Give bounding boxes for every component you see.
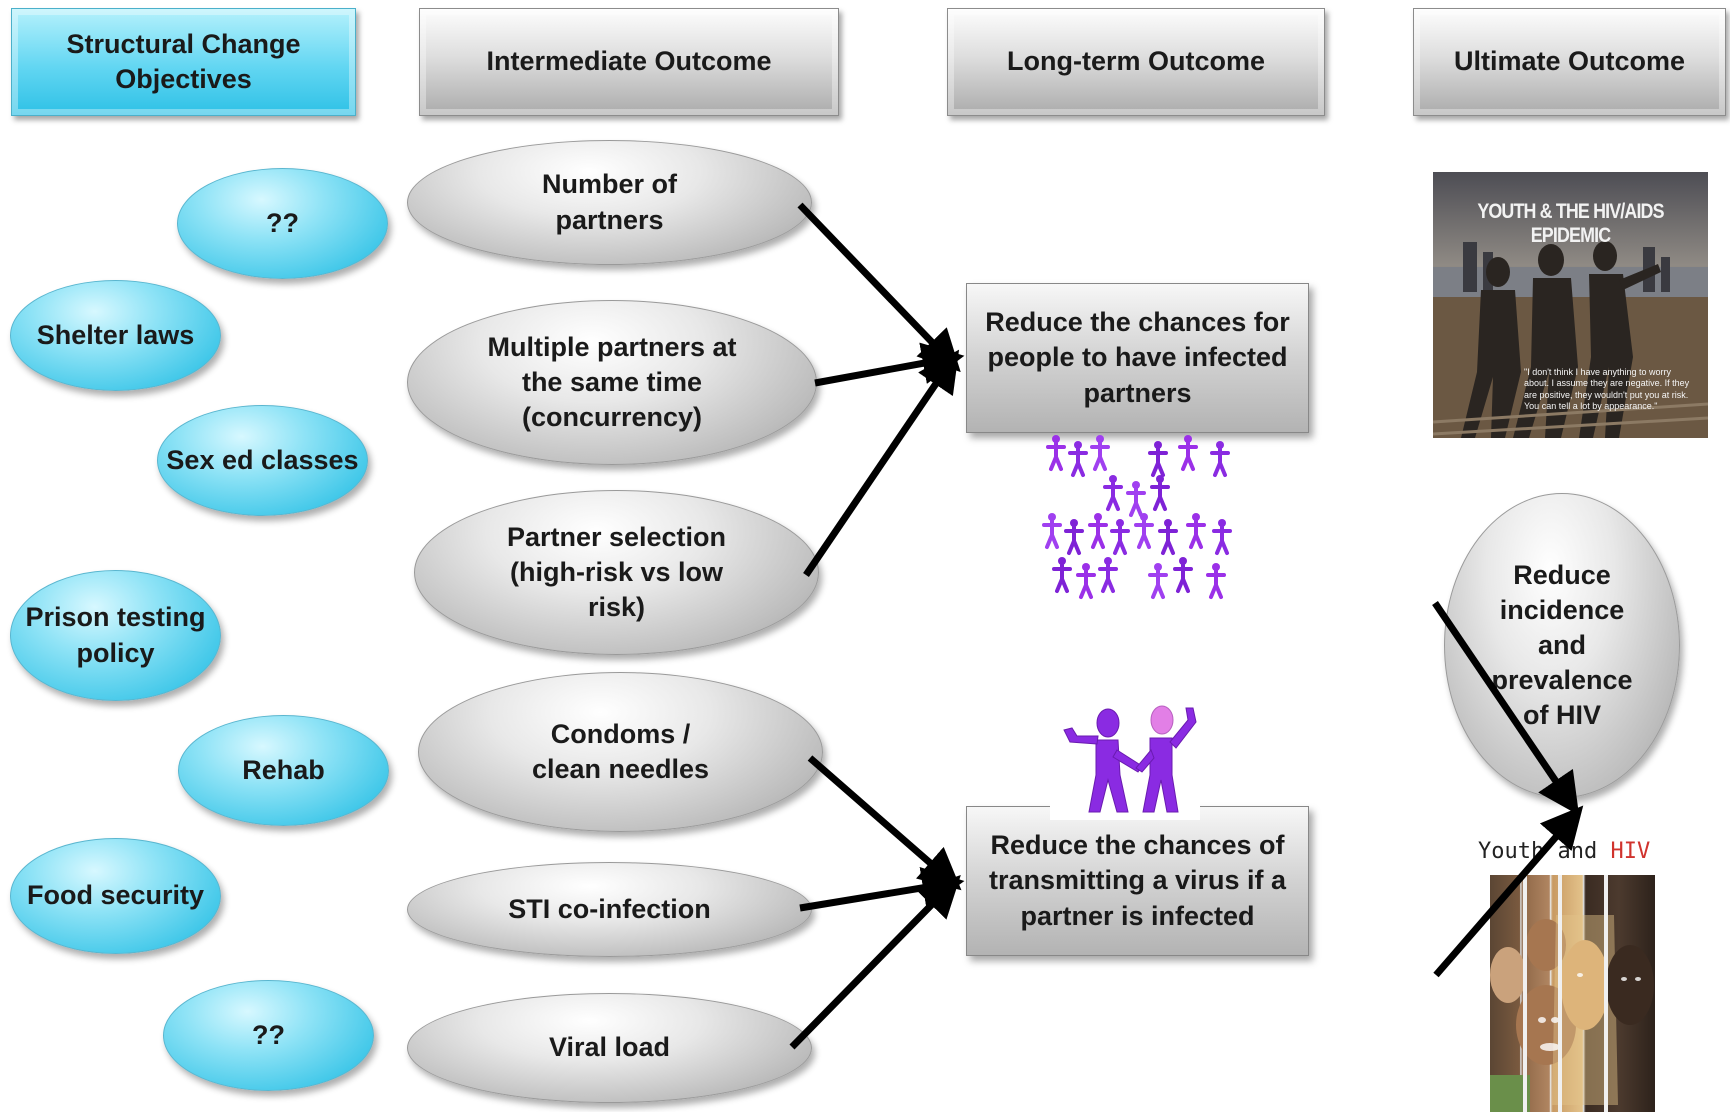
face-1 [1490,947,1526,1003]
structural-objective-oval: Food security [10,838,221,954]
face-3 [1552,915,1618,1105]
longterm-outcome-box: Reduce the chances of transmitting a vir… [966,806,1309,956]
crowd-figure [1088,513,1108,549]
crowd-figure [1076,563,1096,599]
two-figures-image [1050,700,1200,820]
crowd-figure [1134,513,1154,549]
crowd-figure [1052,557,1072,593]
poster-quote: "I don't think I have anything to worry … [1524,367,1690,411]
crowd-figure [1178,435,1198,471]
crowd-figure [1126,481,1146,517]
crowd-figure [1046,435,1066,471]
arrow-selection-to-infected-partners [803,349,960,577]
crowd-figure [1173,557,1193,593]
arrow-concurrency-to-infected-partners [814,342,965,387]
crowd-figures-image [1042,435,1232,599]
face-highlights [1538,973,1641,1051]
header-longterm-outcome: Long-term Outcome [947,8,1325,116]
crowd-figure [1210,441,1230,477]
crowd-figure [1206,563,1226,599]
arrow-faces-to-ultimate [1433,805,1584,978]
structural-objective-oval: ?? [163,980,374,1091]
crowd-figure [1098,557,1118,593]
arrow-condoms-to-transmission [807,755,962,891]
crowd-figure [1090,435,1110,471]
crowd-figure [1103,475,1123,511]
face-4 [1606,945,1654,1025]
structural-objective-oval: Prison testing policy [10,570,221,701]
header-intermediate-outcome: Intermediate Outcome [419,8,839,116]
poster-title: YOUTH & THE HIV/AIDS EPIDEMIC [1477,200,1664,247]
intermediate-outcome-oval: Partner selection (high-risk vs low risk… [414,490,819,655]
crowd-figure [1148,441,1168,477]
poster-scene [1433,241,1708,438]
arrow-number-to-infected-partners [797,202,961,373]
intermediate-outcome-oval: Number of partners [407,140,812,265]
faces-divider [1558,875,1562,1112]
crowd-figure [1150,475,1170,511]
longterm-outcome-box: Reduce the chances for people to have in… [966,283,1309,433]
crowd-figure [1148,563,1168,599]
crowd-figure [1158,519,1178,555]
intermediate-outcome-oval: Viral load [407,993,812,1103]
ultimate-outcome-oval: Reduce incidence and prevalence of HIV [1444,493,1680,798]
structural-objective-oval: Sex ed classes [157,405,368,516]
youth-label-hiv: HIV [1610,839,1651,864]
crowd-figure [1212,519,1232,555]
crowd-figure [1042,513,1062,549]
crowd-figure [1186,513,1206,549]
header-ultimate-outcome: Ultimate Outcome [1413,8,1726,116]
arrow-viral-load-to-transmission [789,875,961,1050]
faces-divider [1523,875,1527,1112]
figure-pink [1135,705,1197,813]
crowd-figure [1064,519,1084,555]
crowd-figure [1068,441,1088,477]
figure-purple [1063,708,1143,813]
youth-faces-image [1490,875,1655,1112]
structural-objective-oval: Rehab [178,715,389,826]
header-structural-change: Structural Change Objectives [11,8,356,116]
structural-objective-oval: Shelter laws [10,280,221,391]
faces-divider [1604,875,1608,1112]
arrow-poster-to-ultimate [1432,601,1580,816]
intermediate-outcome-oval: Multiple partners at the same time (conc… [407,300,817,465]
structural-objective-oval: ?? [177,168,388,279]
intermediate-outcome-oval: STI co-infection [407,862,812,957]
youth-hiv-poster-image: YOUTH & THE HIV/AIDS EPIDEMIC "I don't t… [1433,172,1708,438]
intermediate-outcome-oval: Condoms / clean needles [418,672,823,832]
crowd-figure [1110,519,1130,555]
